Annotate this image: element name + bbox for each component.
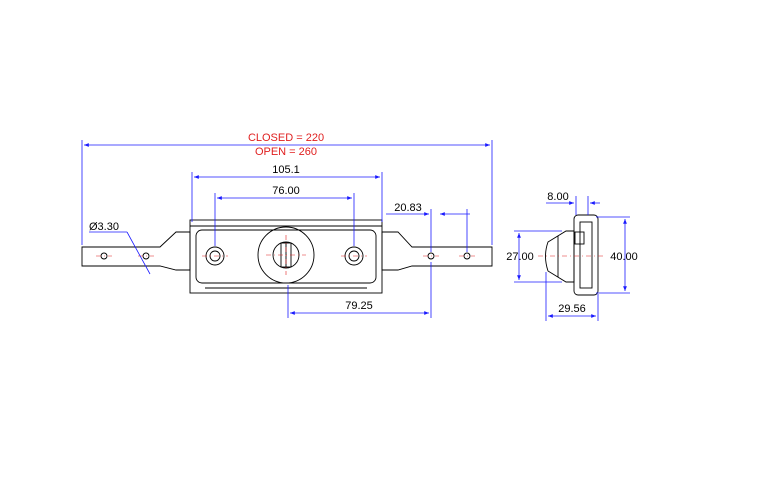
- side-cylinder: [545, 230, 575, 283]
- closed-length-label: CLOSED = 220: [248, 132, 324, 144]
- side-outer-height-label: 40.00: [610, 251, 638, 263]
- hole-diameter-leader: [89, 231, 151, 275]
- lock-body: [189, 219, 383, 294]
- bar-hole-spacing-dimension: [386, 209, 470, 252]
- right-bar: [381, 231, 493, 271]
- side-view: 8.00 27.00 40.00 29.56: [506, 191, 638, 321]
- side-depth-label: 29.56: [558, 303, 586, 315]
- left-bar: [81, 231, 191, 271]
- front-centerlines: [96, 235, 475, 275]
- side-top-dimension: [546, 196, 600, 215]
- side-tab-top: [574, 231, 585, 245]
- body-width-label: 105.1: [272, 164, 300, 176]
- side-outer-height-dimension: [596, 216, 630, 294]
- hole-spacing-label: 76.00: [272, 185, 300, 197]
- side-depth-dimension: [545, 272, 599, 321]
- overall-length-dimension: [81, 140, 493, 245]
- hole-diameter-label: Ø3.30: [89, 221, 119, 233]
- bar-hole-spacing-label: 20.83: [394, 202, 422, 214]
- side-flange: [573, 214, 599, 296]
- side-flange-inner: [579, 221, 593, 289]
- cylinder-outer: [257, 226, 315, 284]
- side-top-label: 8.00: [547, 191, 568, 203]
- hole-spacing-dimension: [214, 193, 355, 246]
- side-inner-height-dimension: [514, 230, 562, 283]
- body-width-dimension: [191, 172, 383, 222]
- cam-to-hole-dimension: [287, 262, 432, 318]
- front-view: CLOSED = 220 OPEN = 260 105.1 76.00 20.8…: [81, 132, 493, 318]
- cam-to-hole-label: 79.25: [345, 300, 373, 312]
- open-length-label: OPEN = 260: [255, 146, 317, 158]
- side-inner-height-label: 27.00: [506, 251, 534, 263]
